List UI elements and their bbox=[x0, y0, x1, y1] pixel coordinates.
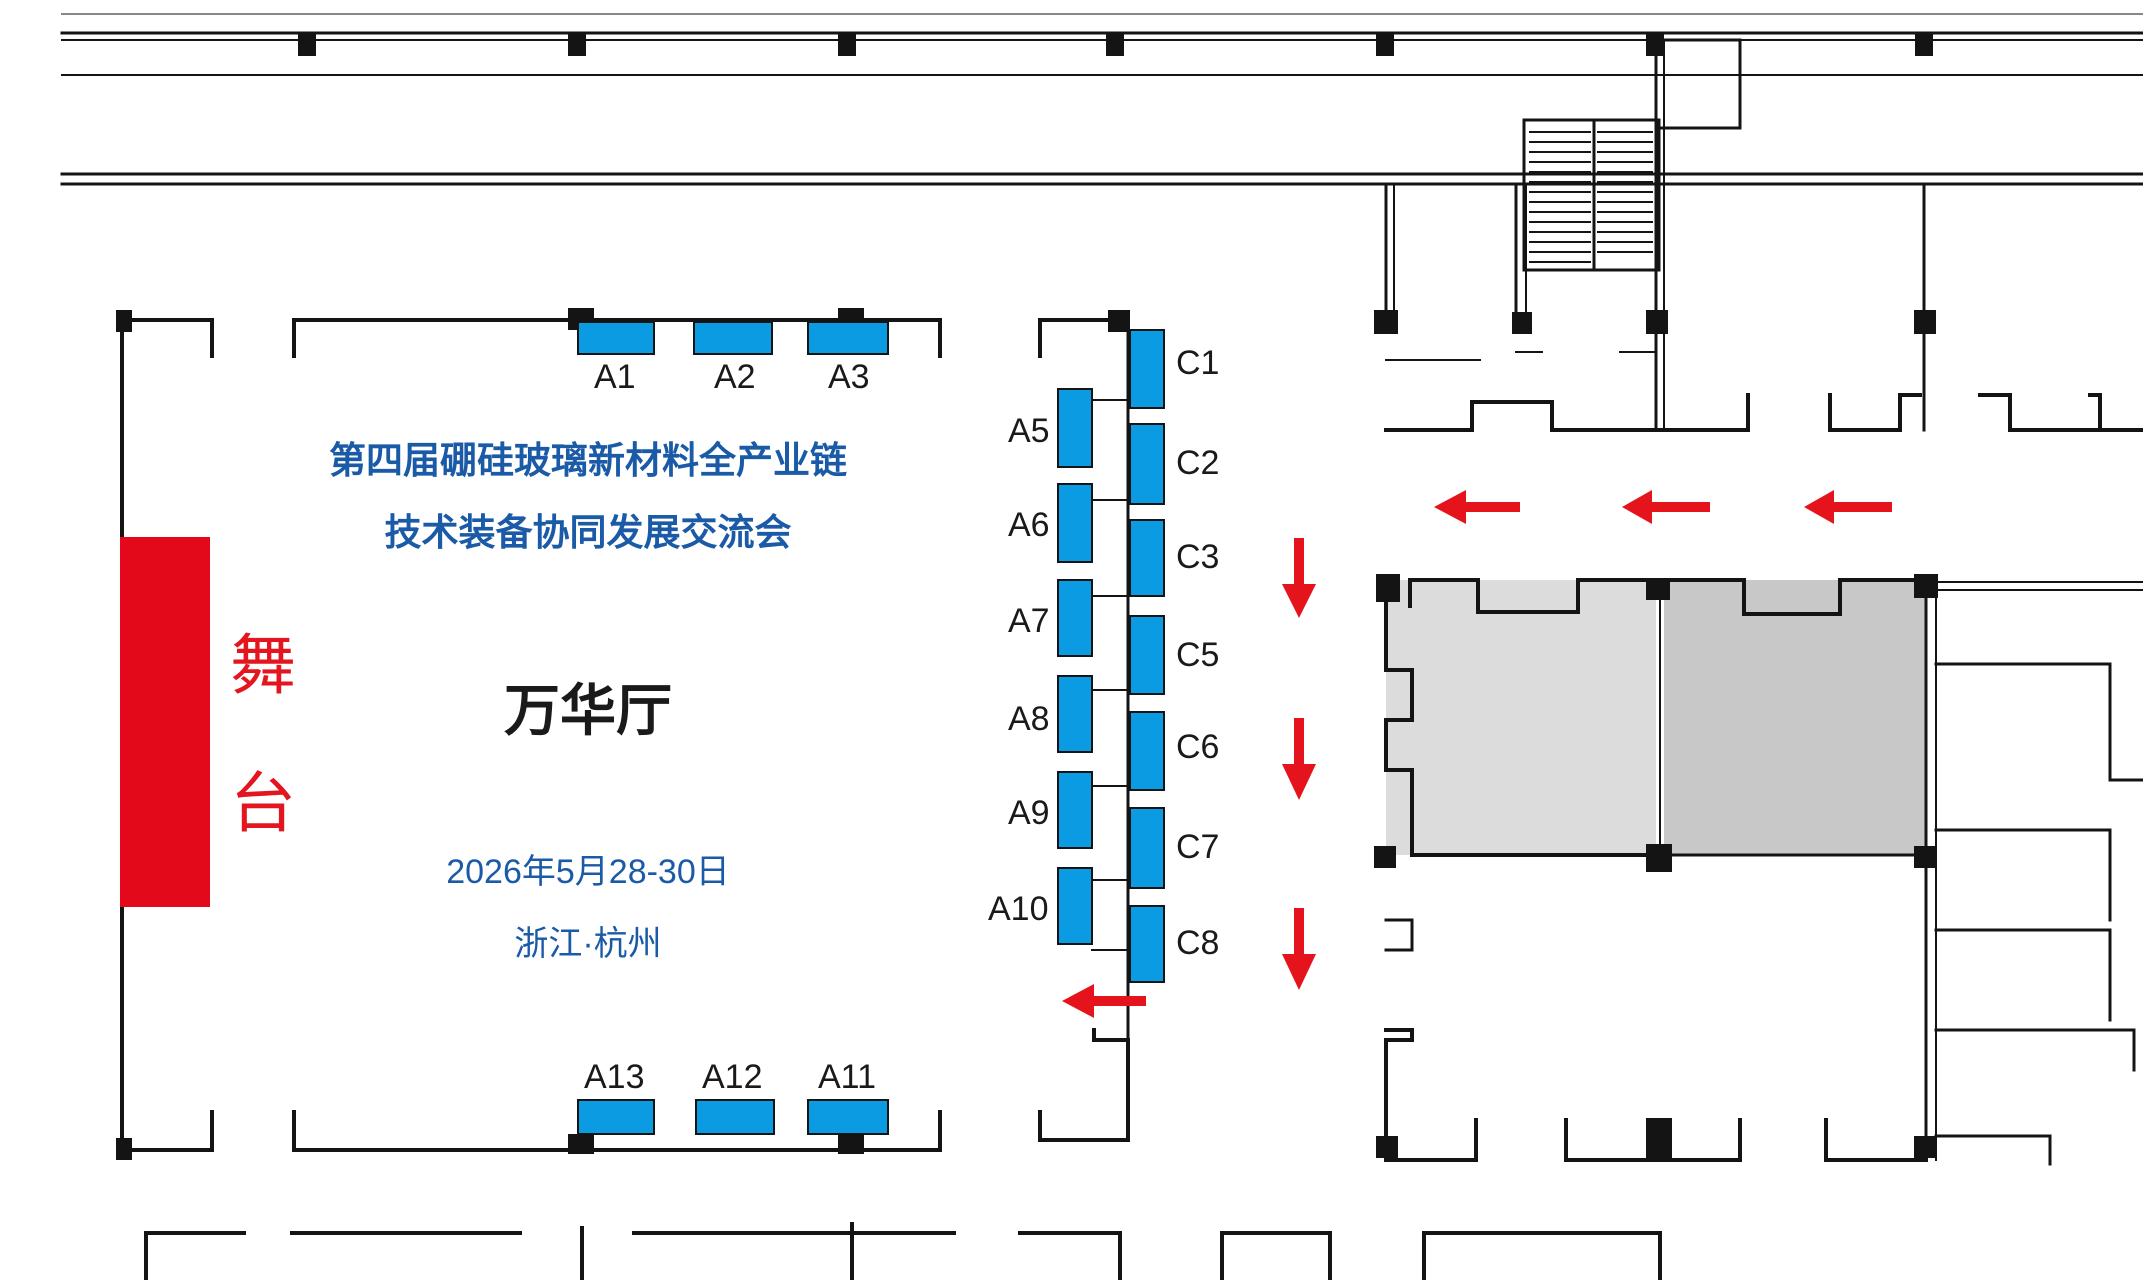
booth-label-a12: A12 bbox=[702, 1058, 763, 1096]
arrow-down-icon bbox=[1282, 908, 1316, 990]
booth-label-c5: C5 bbox=[1176, 636, 1220, 674]
booth-a12[interactable] bbox=[695, 1099, 775, 1135]
booth-label-c7: C7 bbox=[1176, 828, 1220, 866]
booth-c7[interactable] bbox=[1129, 807, 1165, 889]
booth-a6[interactable] bbox=[1057, 483, 1093, 563]
booth-label-c1: C1 bbox=[1176, 344, 1220, 382]
booth-label-c3: C3 bbox=[1176, 538, 1220, 576]
booth-a10[interactable] bbox=[1057, 867, 1093, 945]
booth-label-a10: A10 bbox=[988, 890, 1049, 928]
arrow-left-icon bbox=[1434, 490, 1520, 524]
event-title-line-1: 第四届硼硅玻璃新材料全产业链 bbox=[329, 440, 847, 481]
stage-label-2: 台 bbox=[230, 766, 296, 840]
booth-label-a1: A1 bbox=[594, 358, 636, 396]
arrow-left-icon bbox=[1804, 490, 1892, 524]
arrow-left-icon bbox=[1622, 490, 1710, 524]
booth-a2[interactable] bbox=[693, 321, 773, 355]
booth-label-c8: C8 bbox=[1176, 924, 1220, 962]
arrow-down-icon bbox=[1282, 538, 1316, 618]
booth-label-a5: A5 bbox=[1008, 412, 1050, 450]
booth-a7[interactable] bbox=[1057, 579, 1093, 657]
booth-c6[interactable] bbox=[1129, 711, 1165, 791]
booth-label-a13: A13 bbox=[584, 1058, 645, 1096]
event-date: 2026年5月28-30日 bbox=[446, 853, 730, 891]
hall-name: 万华厅 bbox=[504, 678, 672, 744]
booth-a9[interactable] bbox=[1057, 771, 1093, 849]
booth-c5[interactable] bbox=[1129, 615, 1165, 695]
stage bbox=[120, 537, 210, 907]
stage-label-1: 舞 bbox=[230, 628, 296, 702]
arrow-down-icon bbox=[1282, 718, 1316, 800]
event-title-line-2: 技术装备协同发展交流会 bbox=[384, 512, 792, 553]
booth-c2[interactable] bbox=[1129, 423, 1165, 505]
booth-a13[interactable] bbox=[577, 1099, 655, 1135]
booth-a3[interactable] bbox=[807, 321, 889, 355]
booth-a1[interactable] bbox=[577, 321, 655, 355]
arrow-left-icon bbox=[1062, 984, 1146, 1018]
booth-a8[interactable] bbox=[1057, 675, 1093, 753]
booth-c8[interactable] bbox=[1129, 905, 1165, 983]
booth-label-c6: C6 bbox=[1176, 728, 1220, 766]
booth-a5[interactable] bbox=[1057, 388, 1093, 468]
booth-a11[interactable] bbox=[807, 1099, 889, 1135]
booth-label-a9: A9 bbox=[1008, 794, 1050, 832]
booth-label-c2: C2 bbox=[1176, 444, 1220, 482]
event-location: 浙江·杭州 bbox=[514, 925, 662, 963]
booth-c3[interactable] bbox=[1129, 519, 1165, 597]
booth-label-a2: A2 bbox=[714, 358, 756, 396]
booth-label-a8: A8 bbox=[1008, 700, 1050, 738]
booth-label-a7: A7 bbox=[1008, 602, 1050, 640]
booth-label-a3: A3 bbox=[828, 358, 870, 396]
booth-c1[interactable] bbox=[1129, 329, 1165, 409]
booth-label-a11: A11 bbox=[818, 1058, 876, 1096]
booth-label-a6: A6 bbox=[1008, 506, 1050, 544]
